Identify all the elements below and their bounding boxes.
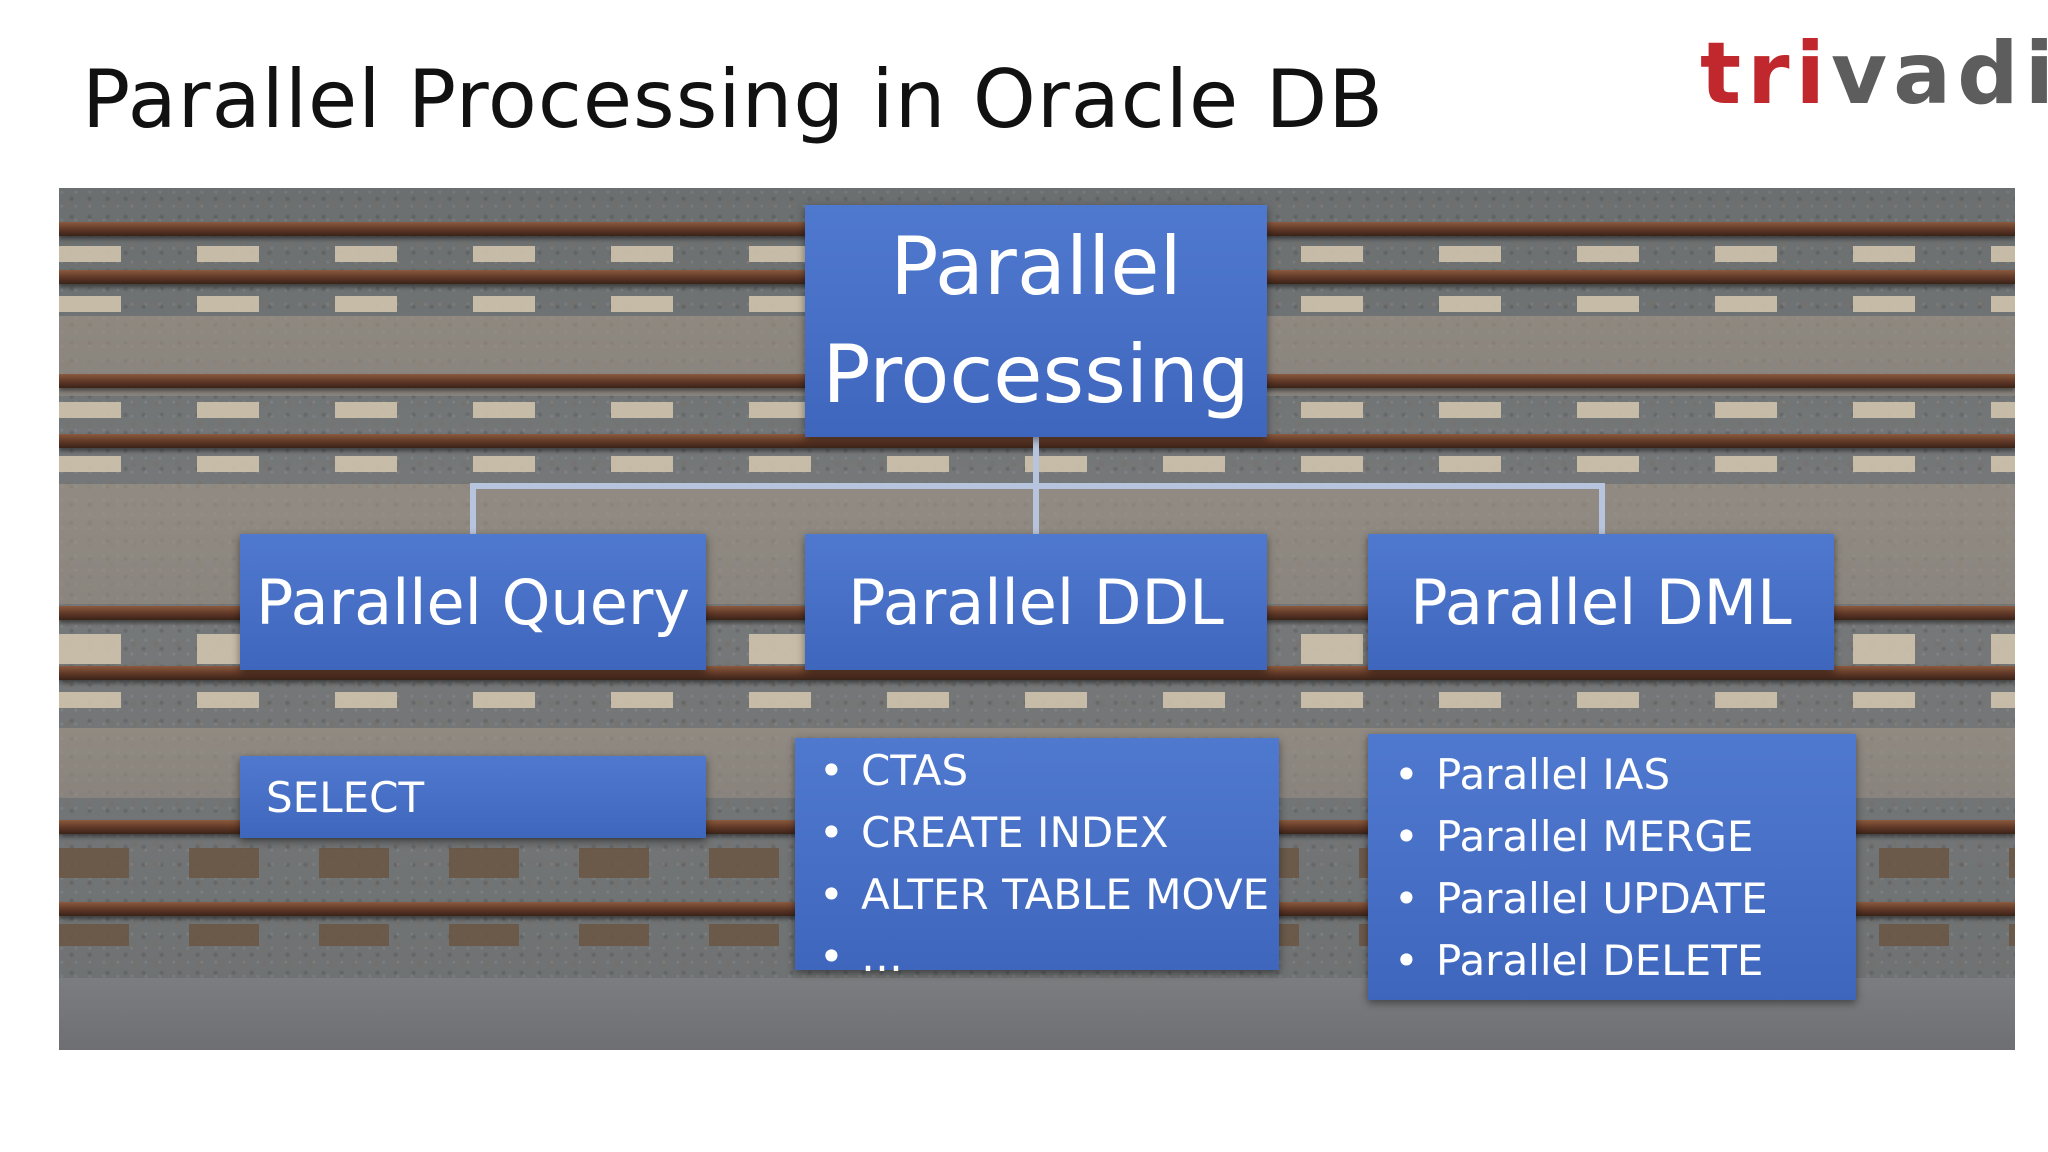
- detail-item: …: [795, 926, 1279, 988]
- detail-item: ALTER TABLE MOVE: [795, 864, 1279, 926]
- detail-item: SELECT: [266, 772, 425, 822]
- parallel-ddl-details: CTAS CREATE INDEX ALTER TABLE MOVE …: [795, 738, 1279, 988]
- parallel-query-node: Parallel Query: [240, 534, 706, 670]
- detail-item: CTAS: [795, 740, 1279, 802]
- parallel-dml-node: Parallel DML: [1368, 534, 1834, 670]
- detail-item: CREATE INDEX: [795, 802, 1279, 864]
- connector-query-drop: [470, 483, 476, 534]
- connector-dml-drop: [1599, 483, 1605, 534]
- root-node-line-1: Parallel: [890, 220, 1182, 313]
- root-node-line-2: Processing: [822, 328, 1250, 421]
- parallel-processing-node: Parallel Processing: [805, 205, 1267, 437]
- slide-title: Parallel Processing in Oracle DB: [82, 53, 1385, 146]
- parallel-query-details: SELECT: [240, 756, 706, 838]
- detail-item: Parallel IAS: [1368, 744, 1856, 806]
- detail-item: Parallel DELETE: [1368, 930, 1856, 992]
- logo-text-red: tri: [1700, 24, 1832, 124]
- logo-text-gray: vadis: [1831, 24, 2048, 124]
- trivadis-logo: trivadis: [1700, 26, 2048, 122]
- connector-horizontal: [470, 483, 1605, 489]
- parallel-ddl-node: Parallel DDL: [805, 534, 1267, 670]
- detail-item: Parallel UPDATE: [1368, 868, 1856, 930]
- detail-item: Parallel MERGE: [1368, 806, 1856, 868]
- parallel-dml-details: Parallel IAS Parallel MERGE Parallel UPD…: [1368, 734, 1856, 1000]
